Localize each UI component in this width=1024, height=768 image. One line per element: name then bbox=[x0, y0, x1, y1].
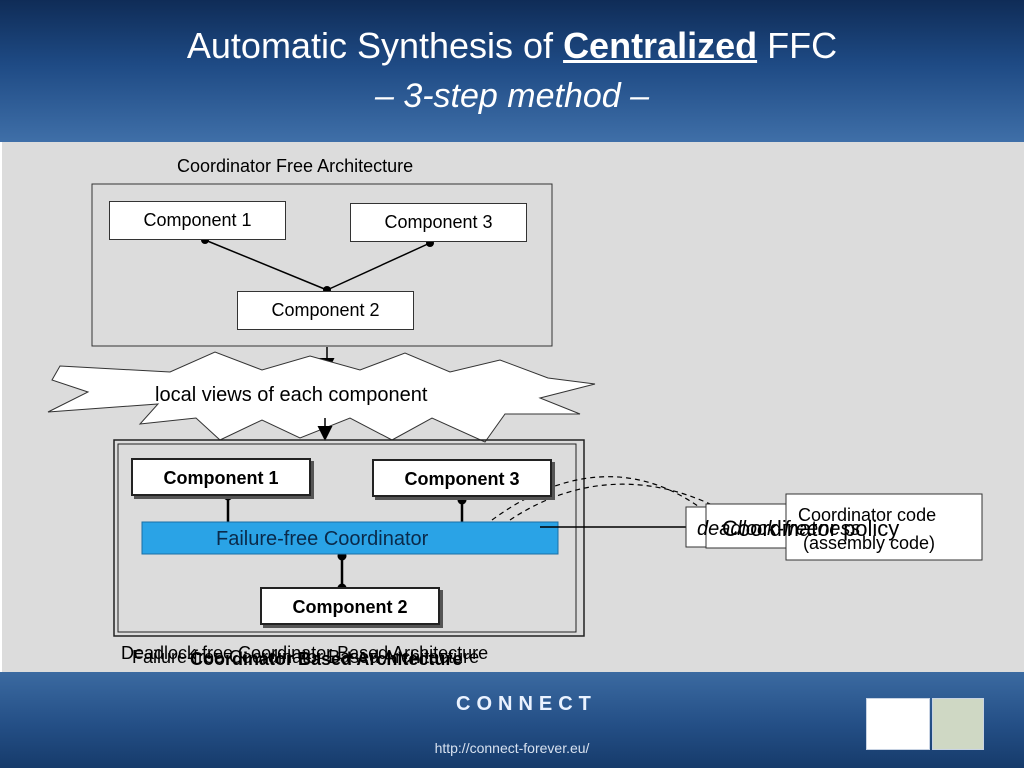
caption-failure-free: Failure-free Coordinator Based Architect… bbox=[132, 647, 480, 667]
connect-logo-text: CONNECT bbox=[456, 693, 597, 715]
cfa-connectors bbox=[204, 239, 431, 291]
dashed-curves bbox=[491, 476, 741, 521]
ffc-component-3: Component 3 bbox=[372, 459, 552, 497]
failure-free-coordinator-label: Failure-free Coordinator bbox=[216, 528, 429, 550]
coordinator-code-line1: Coordinator code bbox=[798, 505, 937, 525]
tree-logo bbox=[932, 698, 984, 750]
slide-title: Automatic Synthesis of Centralized FFC bbox=[186, 25, 838, 66]
cfa-container bbox=[91, 183, 553, 347]
caption-deadlock-free: Deadlock-free Coordinator Based Architec… bbox=[121, 643, 489, 663]
cfa-component-3: Component 3 bbox=[350, 203, 527, 242]
coordinator-policy-label: Coordinator policy bbox=[722, 516, 900, 541]
coordinator-architecture-frame bbox=[113, 439, 585, 637]
slide-header: Automatic Synthesis of Centralized FFC –… bbox=[0, 0, 1024, 142]
coordinator-code-line2: (assembly code) bbox=[803, 533, 936, 553]
local-views-starburst bbox=[47, 351, 596, 443]
coordinator-code-box bbox=[785, 493, 983, 561]
local-views-label: local views of each component bbox=[155, 384, 428, 406]
coordinator-port-dot bbox=[457, 495, 467, 505]
cfa-component-2: Component 2 bbox=[237, 291, 414, 330]
deadlock-freeness-label: deadlock-freeness bbox=[697, 518, 861, 540]
cfa-title: Coordinator Free Architecture bbox=[177, 156, 414, 176]
ffc-component-2: Component 2 bbox=[260, 587, 440, 625]
eu-fp7-logo bbox=[866, 698, 930, 750]
footer-url: http://connect-forever.eu/ bbox=[434, 740, 590, 756]
coordinator-architecture-frame-inner bbox=[117, 443, 577, 633]
failure-free-coordinator-bar bbox=[141, 521, 559, 555]
caption-coordinator-based: Coordinator Based Architecture bbox=[190, 649, 463, 669]
slide-subtitle: – 3-step method – bbox=[374, 77, 650, 115]
slide-footer bbox=[0, 672, 1024, 768]
ffc-component-1: Component 1 bbox=[131, 458, 311, 496]
cfa-component-1: Component 1 bbox=[109, 201, 286, 240]
